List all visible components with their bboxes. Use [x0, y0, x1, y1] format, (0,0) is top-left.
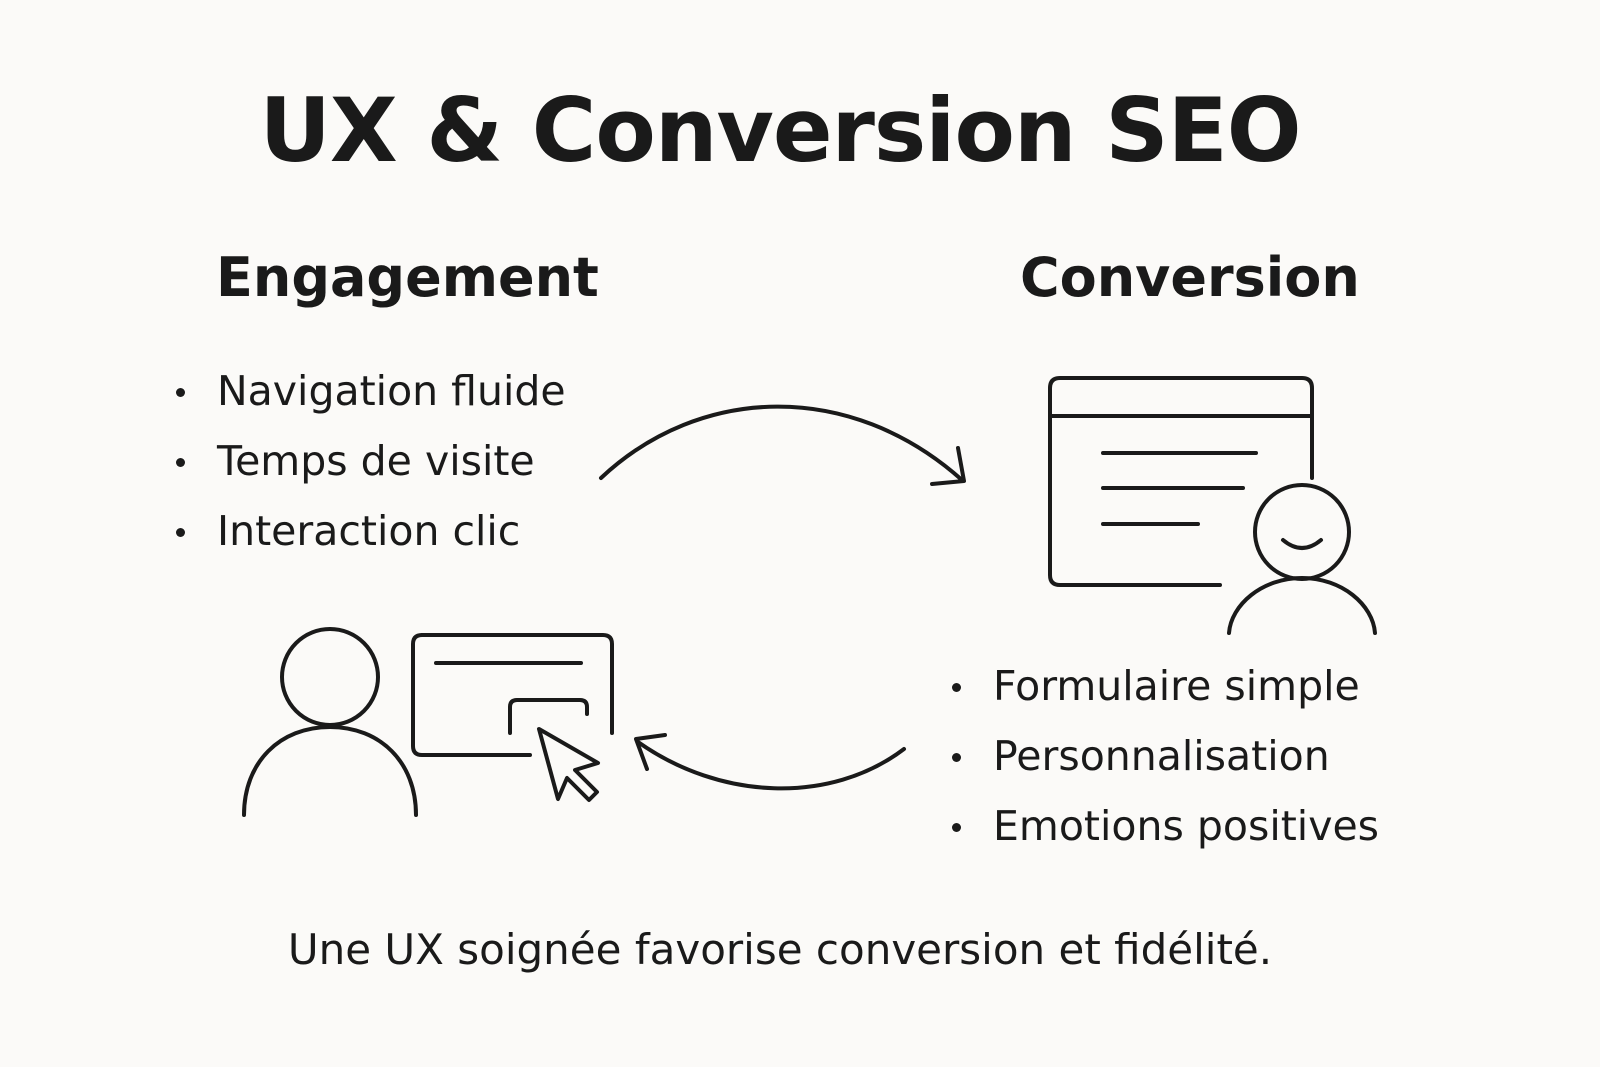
browser-window-icon: [411, 633, 614, 757]
list-item: Emotions positives: [950, 801, 1379, 871]
list-item: Personnalisation: [950, 731, 1379, 801]
engagement-heading: Engagement: [216, 246, 599, 309]
arrow-right-curved-icon: [599, 404, 966, 486]
browser-window-icon: [1048, 376, 1314, 587]
arrow-left-curved-icon: [634, 733, 906, 791]
caption: Une UX soignée favorise conversion et fi…: [287, 925, 1273, 974]
smiling-user-icon: [1227, 483, 1377, 635]
conversion-list: Formulaire simple Personnalisation Emoti…: [950, 661, 1379, 871]
list-item: Formulaire simple: [950, 661, 1379, 731]
cursor-pointer-icon: [537, 727, 600, 802]
diagram-title: UX & Conversion SEO: [259, 79, 1301, 182]
conversion-heading: Conversion: [1020, 246, 1360, 309]
list-item: Interaction clic: [174, 506, 566, 576]
list-item: Navigation fluide: [174, 366, 566, 436]
engagement-list: Navigation fluide Temps de visite Intera…: [174, 366, 566, 576]
list-item: Temps de visite: [174, 436, 566, 506]
user-icon: [242, 627, 418, 817]
